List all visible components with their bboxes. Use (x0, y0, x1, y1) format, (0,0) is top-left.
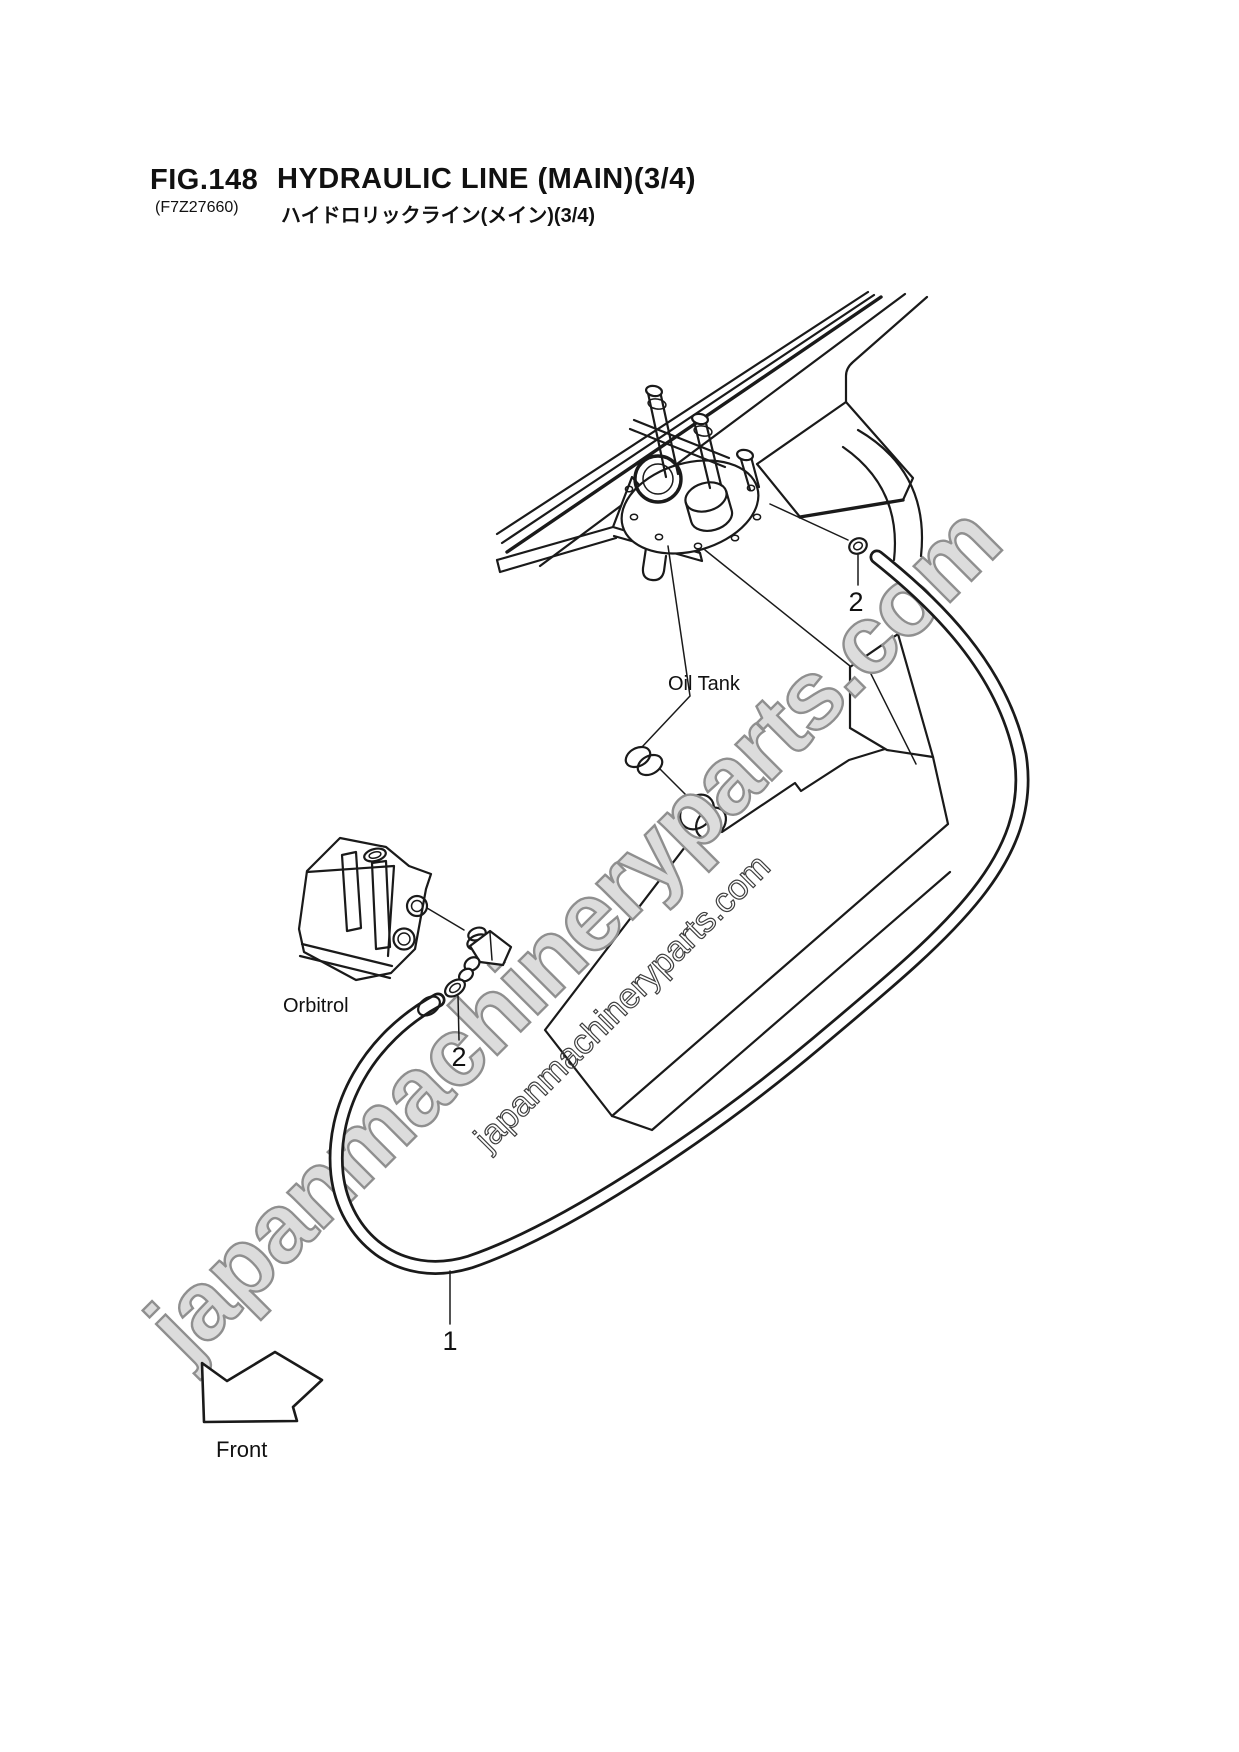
frame-rail-jog-line (844, 295, 929, 404)
side-panel-edge (798, 498, 905, 519)
callout-1: 1 (442, 1326, 457, 1356)
oil-tank-label: Oil Tank (668, 673, 741, 695)
orbitrol-slot (370, 859, 392, 951)
flange-bolt (752, 513, 762, 521)
tube-collar (693, 425, 713, 437)
hose-and-parts: 2 2 1 Oil Tank Orbitrol Front (200, 503, 1030, 1462)
orbitrol-top-port-inner (368, 850, 382, 860)
leader-line (769, 503, 849, 541)
front-direction-arrow (200, 1350, 324, 1424)
orbitrol-valve (297, 836, 433, 982)
tank-stub-port-ring (636, 753, 664, 777)
flange-bolt (629, 513, 639, 521)
callout-2-upper: 2 (848, 587, 863, 617)
flange-ring-port (633, 454, 683, 504)
figure-number: FIG.148 (150, 164, 259, 196)
flange-ring-port-inner (642, 463, 674, 495)
tube-collar (647, 398, 667, 410)
frame-rail-line (538, 292, 907, 568)
watermark-large: japanmachineryparts.com (124, 485, 1020, 1381)
flange-bolt (654, 533, 664, 541)
tank-inlet-cylinder-ring (694, 806, 728, 840)
flange-bolt (693, 542, 703, 550)
orbitrol-slot (340, 850, 363, 933)
tank-inlet-cylinder (678, 793, 716, 831)
orbitrol-side-port-inner (410, 899, 424, 913)
o-ring-lower (444, 978, 466, 998)
tank-bottom-edge (610, 755, 952, 1132)
orbitrol-side-port-inner (397, 932, 411, 946)
fender-arc-outer (856, 428, 924, 558)
hose-end-collar (417, 995, 441, 1017)
flange-bolt (624, 485, 634, 493)
figure-title-english: HYDRAULIC LINE (MAIN)(3/4) (277, 163, 696, 195)
orbitrol-base-skirt (298, 942, 394, 980)
o-ring-inner (448, 982, 462, 994)
o-ring-upper (848, 537, 868, 555)
orbitrol-side-port (405, 894, 429, 918)
tank-stub-port (624, 745, 652, 769)
j-hook (641, 546, 668, 582)
tank-top-edge (720, 747, 887, 834)
leader-line (426, 907, 465, 931)
machine-frame-and-tank (495, 290, 952, 1132)
frame-rail-line (500, 293, 876, 545)
front-label: Front (216, 1437, 267, 1462)
tube-cap (644, 384, 664, 398)
callout-leader-2-lower (457, 995, 460, 1041)
tube-cap (690, 412, 710, 426)
figure-title-japanese: ハイドロリックライン(メイン)(3/4) (281, 205, 596, 227)
o-ring-inner (852, 541, 864, 551)
figure-code: (F7Z27660) (155, 199, 239, 216)
orbitrol-body (297, 836, 433, 982)
o-ring (848, 537, 868, 555)
tube-clamp-bar (628, 418, 731, 469)
hydraulic-hose-inner (331, 552, 1027, 1272)
side-panel (755, 400, 915, 519)
elbow-facet (489, 932, 493, 961)
tank-end-panel-fold (861, 655, 917, 765)
flange-bolt (746, 484, 756, 492)
callout-2-lower: 2 (451, 1042, 466, 1072)
orbitrol-top-port (363, 847, 387, 863)
flange-bolt (730, 534, 740, 542)
tank-connection-lines (641, 545, 851, 748)
elbow-fitting (457, 926, 513, 983)
tube-cap (735, 448, 755, 462)
fender-arc-inner (841, 445, 896, 562)
bracket-arm (495, 525, 618, 574)
tank-end-panel (848, 632, 935, 759)
orbitrol-label: Orbitrol (283, 995, 349, 1017)
hydraulic-hose (328, 549, 1030, 1275)
orbitrol-side-port (392, 927, 416, 951)
flange-cylinder-body (684, 490, 734, 532)
tank-left-edge (543, 841, 690, 1118)
frame-rail-line (495, 290, 870, 536)
